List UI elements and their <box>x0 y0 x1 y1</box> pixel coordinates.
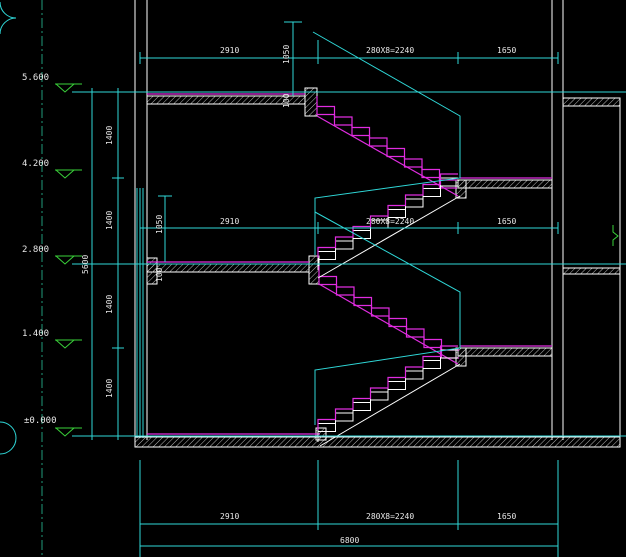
mid-dim-middle: 280X8=2240 <box>366 217 414 226</box>
flight-upper-down-soffit <box>316 115 459 197</box>
floor-slab-right-mid <box>562 267 621 275</box>
beam-landing-upper <box>455 179 467 199</box>
vert-dim-total: 5600 <box>81 255 90 274</box>
top-dim-right: 1650 <box>497 46 516 55</box>
flight-upper-down-offset <box>316 104 457 189</box>
bottom-dim-middle: 280X8=2240 <box>366 512 414 521</box>
mid-dim-left: 2910 <box>220 217 239 226</box>
landing-upper <box>457 179 553 189</box>
handrail-lower-height: 1050 <box>155 215 164 234</box>
handrail-lower-flight-a <box>314 211 461 425</box>
axis-bubble-top <box>0 1 17 35</box>
handrail-lower-post: 100 <box>155 267 164 282</box>
vert-dim-3: 1400 <box>105 295 114 314</box>
level-1400: 1.400 <box>22 329 49 339</box>
bottom-dim-right: 1650 <box>497 512 516 521</box>
stair-flights <box>316 96 461 447</box>
beam-landing-lower <box>455 347 467 367</box>
floor-slab-middle <box>146 263 310 273</box>
flight-ground-up-offset <box>317 357 458 442</box>
handrail-upper-height: 1050 <box>282 45 291 64</box>
level-5600: 5.600 <box>22 73 49 83</box>
handrail-upper-post: 100 <box>282 93 291 108</box>
top-dim-left: 2910 <box>220 46 239 55</box>
mid-dim-right: 1650 <box>497 217 516 226</box>
break-line-right <box>612 225 619 246</box>
flight-lower-down <box>318 266 459 351</box>
flight-ground-up-mag <box>317 345 458 430</box>
ground-slab <box>134 436 621 448</box>
level-0000: ±0.000 <box>24 416 57 426</box>
level-4200: 4.200 <box>22 159 49 169</box>
top-dim-middle: 280X8=2240 <box>366 46 414 55</box>
landing-lower <box>457 347 553 357</box>
vert-dim-2: 1400 <box>105 211 114 230</box>
flight-lower-down-soffit <box>318 283 459 365</box>
beam-left-mid <box>146 257 158 285</box>
flight-ground-up-soffit <box>319 363 461 447</box>
floor-slab-right-top <box>562 97 621 107</box>
bottom-dim-left: 2910 <box>220 512 239 521</box>
level-marks <box>55 83 82 437</box>
flight-mid-up-mag <box>317 173 458 258</box>
bottom-dim-total: 6800 <box>340 536 359 545</box>
dim-ticks <box>139 21 559 557</box>
handrail-upper-flight-a <box>312 31 461 255</box>
vert-dim-4: 1400 <box>105 379 114 398</box>
axis-bubble-bottom <box>0 421 17 455</box>
vert-dim-ticks <box>86 91 124 437</box>
flight-upper-down <box>316 96 457 181</box>
vert-dim-1: 1400 <box>105 126 114 145</box>
level-2800: 2.800 <box>22 245 49 255</box>
